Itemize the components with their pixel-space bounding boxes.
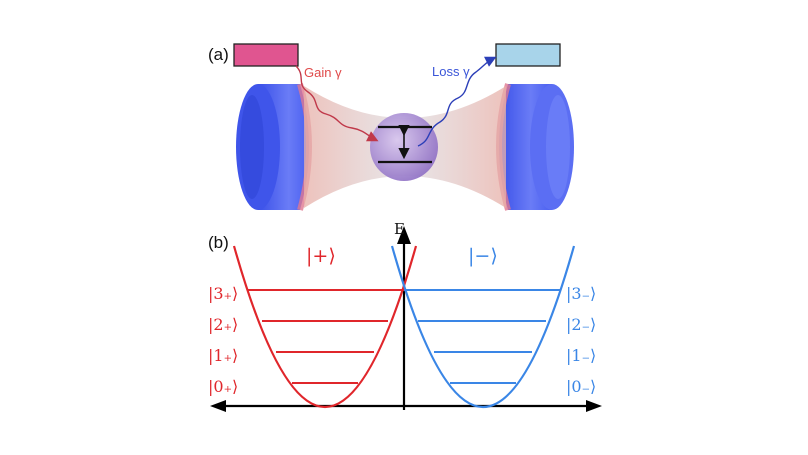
minus-level-2-label: |2₋⟩ [566, 315, 596, 334]
gain-arrow [295, 65, 379, 142]
minus-level-0-label: |0₋⟩ [566, 377, 596, 396]
plus-level-2-label: |2₊⟩ [208, 315, 238, 334]
panel-a: (a) Gain γ [208, 43, 574, 211]
plus-level-1-label: |1₊⟩ [208, 346, 238, 365]
horizontal-axis-left-arrow [210, 400, 226, 412]
panel-a-label: (a) [208, 45, 229, 64]
minus-state-label: |−⟩ [468, 245, 498, 267]
minus-level-3-label: |3₋⟩ [566, 284, 596, 303]
horizontal-axis-right-arrow [586, 400, 602, 412]
plus-state-label: |+⟩ [306, 245, 336, 267]
loss-label: Loss γ [432, 64, 470, 79]
plus-level-3-label: |3₊⟩ [208, 284, 238, 303]
minus-energy-levels [404, 289, 560, 384]
minus-level-1-label: |1₋⟩ [566, 346, 596, 365]
right-mirror [496, 83, 574, 211]
panel-b: (b) E |+⟩ |−⟩ |3₊⟩ |2₊ [208, 220, 602, 412]
loss-arrow [417, 56, 497, 147]
plus-level-0-label: |0₊⟩ [208, 377, 238, 396]
gain-label: Gain γ [304, 65, 342, 80]
two-level-system [378, 125, 432, 164]
energy-axis-arrow [397, 226, 411, 244]
minus-parabola [390, 245, 576, 408]
plus-parabola [232, 245, 418, 408]
left-mirror [236, 83, 312, 211]
gain-source-box [233, 43, 299, 67]
panel-b-label: (b) [208, 233, 229, 252]
loss-sink-box [495, 43, 561, 67]
energy-axis-label: E [394, 220, 405, 238]
plus-energy-levels [248, 289, 404, 384]
